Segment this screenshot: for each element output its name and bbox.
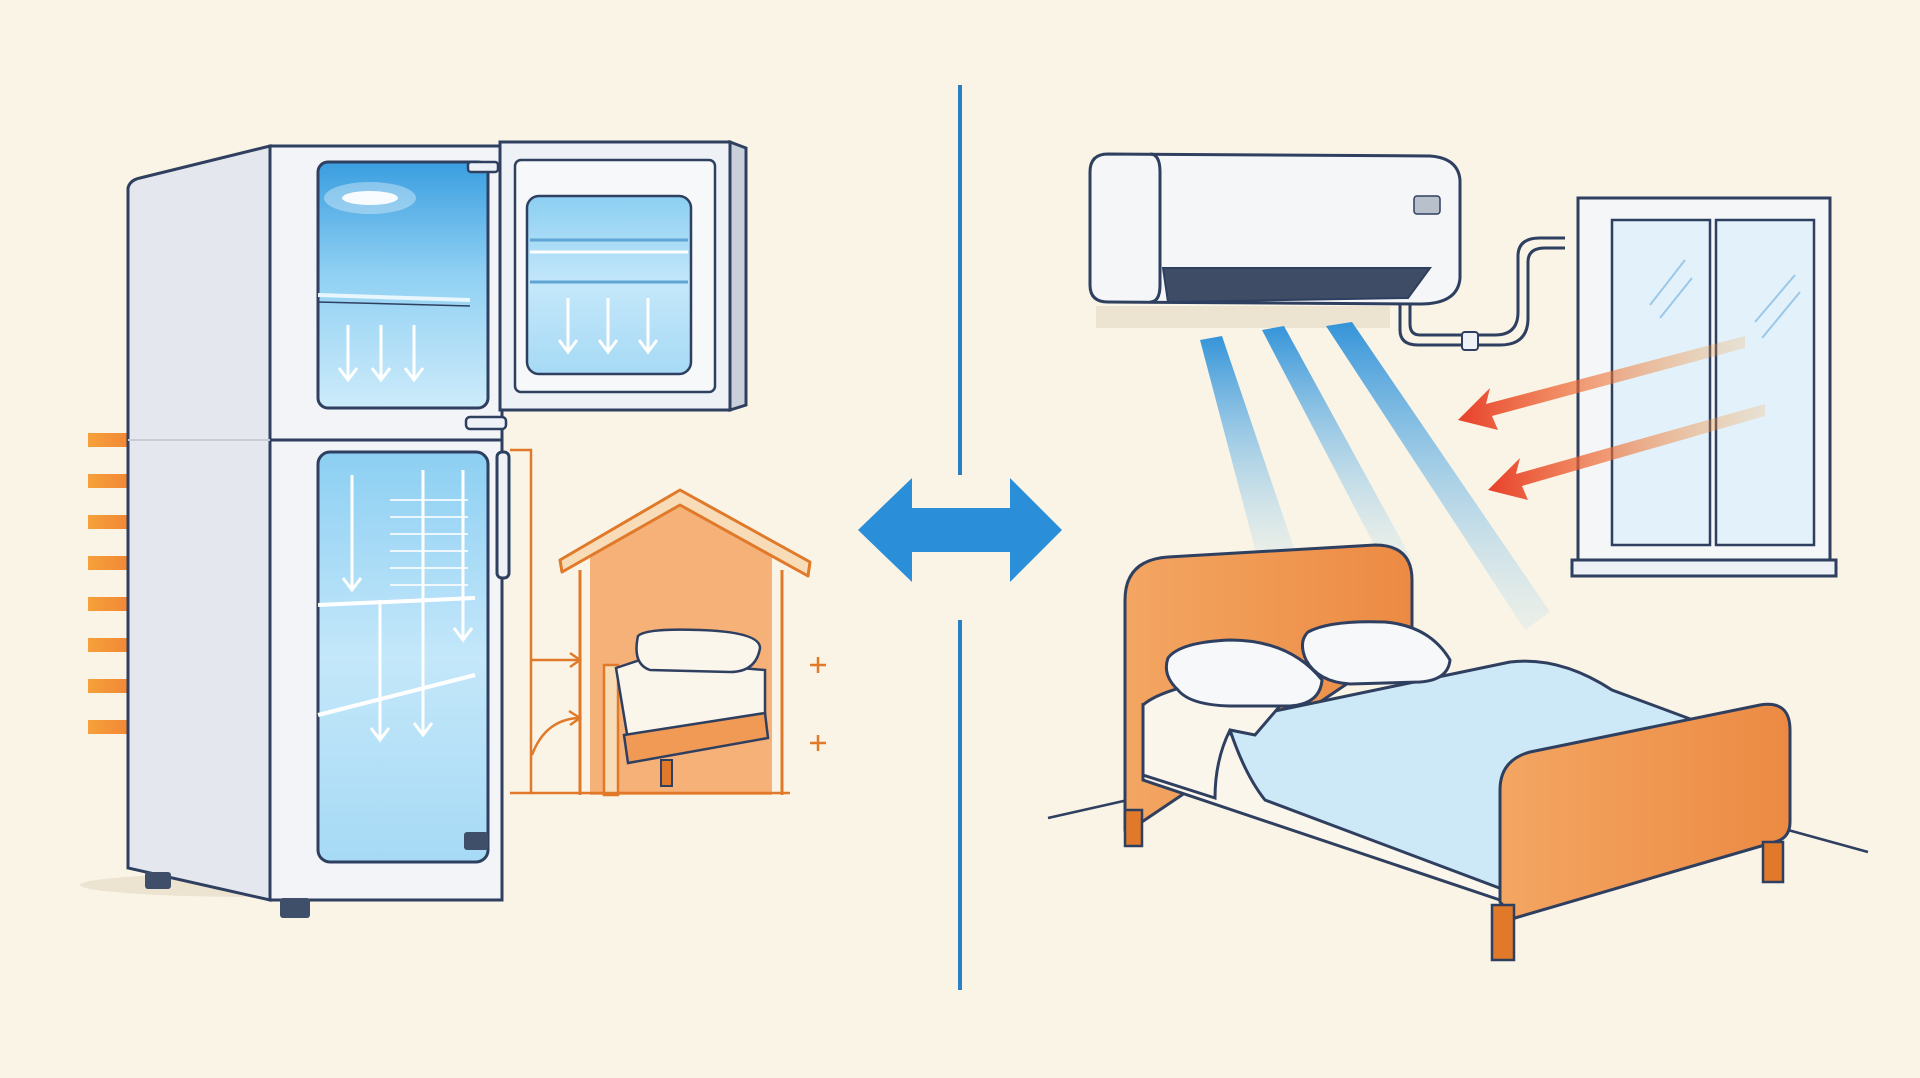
- bed-pillow-left: [1164, 638, 1324, 708]
- warm-air-arrow-icon: [1458, 336, 1745, 430]
- small-house: [530, 488, 826, 797]
- small-bed-leg: [660, 759, 673, 787]
- bed-pillow-right: [1301, 620, 1452, 686]
- small-bed-pillow: [635, 628, 762, 674]
- ac-display-icon: [1413, 195, 1441, 215]
- ac-pipe: [1398, 246, 1565, 347]
- cool-air-beam: [1326, 322, 1550, 630]
- cold-arrow-icon-head: [403, 367, 425, 383]
- cool-air-beams: [1200, 322, 1550, 630]
- fridge-light-glow: [324, 182, 416, 214]
- center-divider: [858, 85, 1062, 990]
- bed-footboard: [1498, 702, 1792, 920]
- window: [1570, 196, 1838, 578]
- freezer-door-edge: [728, 139, 748, 413]
- small-bed: [614, 628, 770, 787]
- window-pane-left: [1610, 218, 1712, 547]
- left-panel: [80, 139, 826, 918]
- fridge-shelf-1: [317, 596, 476, 607]
- fridge-hinge: [464, 415, 508, 431]
- bracket-line: [510, 448, 533, 795]
- warm-air-arrows: [1458, 336, 1765, 500]
- cold-arrow-icon-head: [370, 367, 392, 383]
- freezer-door[interactable]: [498, 139, 748, 413]
- fridge-foot-right: [464, 832, 488, 850]
- floor-line-left: [1047, 798, 1129, 820]
- window-pane-right: [1714, 218, 1816, 547]
- fridge-top-hinge: [466, 160, 500, 174]
- cold-arrow-icon-head: [369, 727, 391, 743]
- fridge-light-icon: [342, 191, 398, 205]
- double-arrow-icon: [858, 478, 1062, 582]
- window-glare-4: [1761, 291, 1801, 339]
- fridge-top-cold-arrows: [337, 325, 425, 383]
- house-flow-arrowhead-1: [569, 651, 583, 669]
- plus-icon: [810, 657, 826, 673]
- cool-air-beam: [1200, 336, 1298, 560]
- cold-arrow-icon-head: [412, 722, 434, 738]
- bed-leg-back: [1761, 840, 1785, 884]
- fridge-foot-left: [145, 872, 171, 889]
- bed: [1123, 543, 1792, 962]
- fridge-bottom-glass: [316, 450, 490, 864]
- fridge-top-shelf: [317, 293, 471, 302]
- fridge-bottom-cold-arrows: [341, 470, 474, 743]
- cold-arrow-icon-head: [637, 339, 659, 355]
- refrigerator: [126, 144, 511, 918]
- bed-leg-headboard: [1123, 808, 1144, 848]
- air-conditioner: [1088, 152, 1565, 351]
- ac-pipe-clip: [1461, 331, 1479, 351]
- window-glare-3: [1754, 274, 1796, 323]
- house-flow-arrow-2: [530, 716, 579, 756]
- ac-shadow: [1096, 306, 1390, 328]
- cold-arrow-icon-head: [557, 339, 579, 355]
- floor-line-right: [1787, 828, 1869, 854]
- fridge-side: [126, 144, 272, 902]
- window-sill: [1570, 558, 1838, 578]
- cool-air-beam: [1262, 326, 1412, 560]
- cold-arrow-icon-head: [337, 367, 359, 383]
- fridge-foot-mid: [280, 898, 310, 918]
- small-bed-frame: [622, 711, 770, 765]
- cold-arrow-icon-head: [341, 577, 363, 593]
- fridge-shelf-lines: [390, 499, 468, 586]
- freezer-cold-arrows: [557, 298, 659, 355]
- fridge-top-shelf-edge: [317, 301, 471, 307]
- fridge-shelf-2: [317, 673, 476, 717]
- warm-air-arrow-icon: [1488, 404, 1765, 500]
- cold-arrow-icon-head: [452, 627, 474, 643]
- plus-icon: [810, 735, 826, 751]
- fridge-top-glass: [316, 160, 490, 410]
- bed-leg-front: [1490, 903, 1516, 962]
- ac-body: [1088, 152, 1462, 306]
- ac-vent: [1161, 267, 1432, 304]
- house-post: [602, 663, 620, 797]
- house-roof: [558, 488, 812, 578]
- house-flow-arrowhead-2: [568, 709, 583, 727]
- bed-sheet-fold: [1141, 678, 1288, 801]
- window-glare-1: [1649, 259, 1686, 306]
- window-glare-2: [1659, 277, 1693, 319]
- ac-pipe-inner: [1408, 236, 1565, 337]
- right-panel: [1047, 152, 1869, 962]
- ac-front-panel: [1149, 152, 1162, 304]
- cold-arrow-icon-head: [597, 339, 619, 355]
- fridge-handle[interactable]: [495, 450, 511, 580]
